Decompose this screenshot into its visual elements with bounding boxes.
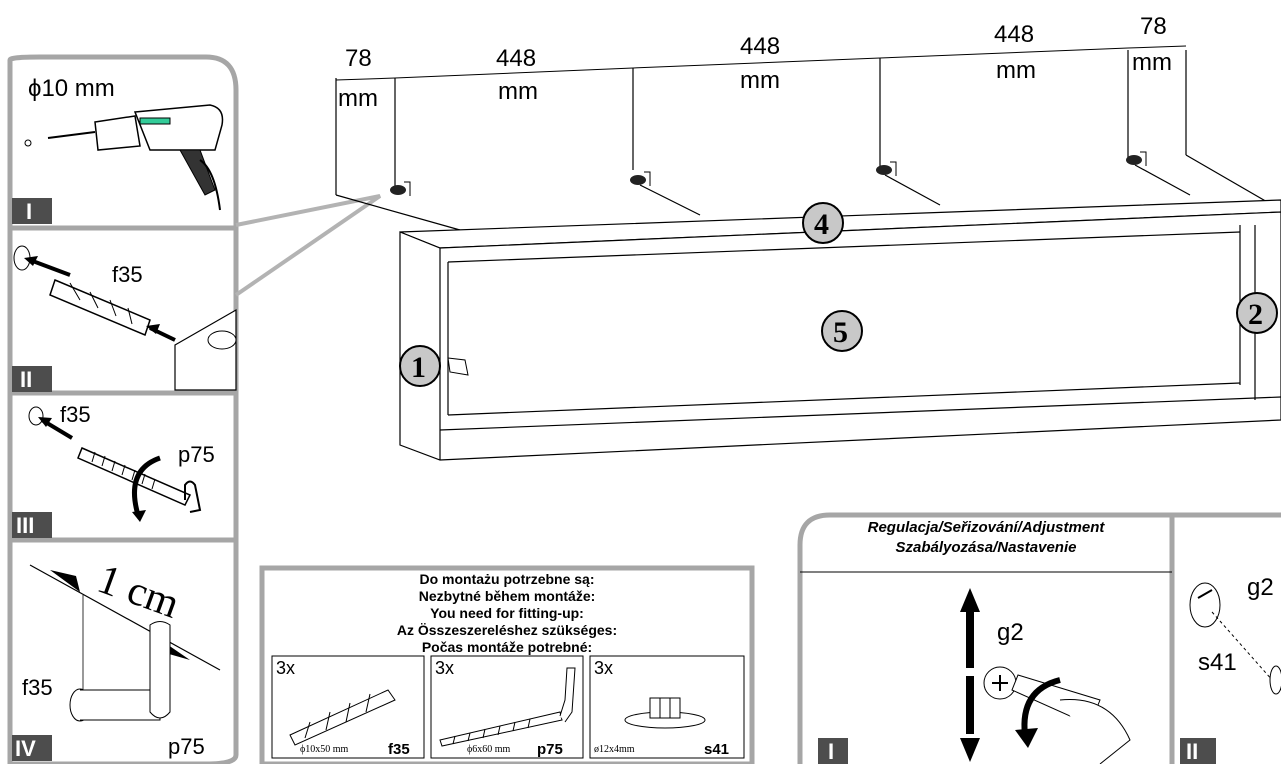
- detail-connector: [234, 194, 382, 297]
- callout-4: 4: [802, 202, 844, 244]
- parts-heading-pl: Do montażu potrzebne są:: [419, 571, 594, 587]
- svg-text:p75: p75: [537, 741, 563, 758]
- hook-screw-icon: [77, 447, 202, 513]
- adjust-label-s41: s41: [1198, 649, 1237, 676]
- mounted-hook-icon: [69, 621, 171, 722]
- vertical-adjust-arrow-icon: [960, 588, 980, 762]
- screwdriver-icon: [983, 666, 1131, 764]
- callout-5: 5: [821, 310, 863, 352]
- svg-text:mm: mm: [996, 57, 1036, 84]
- svg-text:s41: s41: [704, 741, 729, 758]
- step-ii: f35 II: [12, 245, 237, 392]
- svg-text:3x: 3x: [594, 658, 613, 678]
- svg-text:f35: f35: [388, 741, 410, 758]
- steps-panel-outline: [7, 54, 239, 764]
- wall-plug-icon: [289, 689, 396, 746]
- parts-heading-hu: Az Összeszereléshez szükséges:: [397, 622, 617, 638]
- step-iv-label-p: p75: [168, 734, 205, 759]
- svg-text:1: 1: [411, 351, 426, 384]
- adjustment-title-1: Regulacja/Seřizování/Adjustment: [868, 519, 1106, 536]
- svg-text:ϕ10x50 mm: ϕ10x50 mm: [300, 744, 349, 755]
- svg-text:4: 4: [814, 208, 829, 241]
- adjuster-detail-icon: [1189, 582, 1281, 695]
- svg-text:448: 448: [740, 33, 780, 60]
- part-s41: 3x ø12x4mm s41: [589, 655, 745, 759]
- svg-text:448: 448: [496, 45, 536, 72]
- dim-span-1: 448 mm: [496, 45, 538, 105]
- adjust-badge-ii: II: [1186, 739, 1198, 764]
- dim-span-2: 448 mm: [740, 33, 780, 94]
- svg-text:mm: mm: [498, 78, 538, 105]
- step-i-badge: I: [26, 199, 32, 224]
- svg-text:448: 448: [994, 21, 1034, 48]
- hook-icon: [390, 181, 411, 196]
- svg-text:ø12x4mm: ø12x4mm: [594, 744, 635, 755]
- parts-heading-en: You need for fitting-up:: [430, 605, 584, 621]
- step-ii-badge: II: [20, 367, 32, 392]
- svg-text:3x: 3x: [435, 658, 454, 678]
- hook-screw-icon: [439, 667, 576, 747]
- drill-icon: [47, 104, 224, 211]
- svg-text:ϕ6x60 mm: ϕ6x60 mm: [467, 744, 511, 755]
- hinge-icon: [447, 357, 469, 376]
- callout-1: 1: [399, 345, 441, 387]
- cabinet-drawing: [335, 50, 1281, 461]
- wall-plug-icon: [49, 278, 151, 337]
- svg-text:3x: 3x: [276, 658, 295, 678]
- parts-box: Do montażu potrzebne są: Nezbytné během …: [259, 565, 755, 764]
- step-iv-badge: IV: [15, 736, 36, 761]
- svg-text:2: 2: [1248, 298, 1263, 331]
- step-iii-label-f: f35: [60, 402, 91, 427]
- svg-text:78: 78: [345, 45, 372, 72]
- step-iii-badge: III: [16, 513, 34, 538]
- svg-text:mm: mm: [740, 67, 780, 94]
- dim-span-3: 448 mm: [994, 21, 1036, 84]
- step-iv-label-f: f35: [22, 675, 53, 700]
- step-iv: 1 cm f35 p75 IV: [12, 556, 221, 761]
- hole-mark-icon: [24, 139, 32, 147]
- step-i: ϕ10 mm I: [12, 75, 224, 224]
- part-p75: 3x ϕ6x60 mm p75: [430, 655, 584, 759]
- adjust-label-g2: g2: [997, 619, 1024, 646]
- step-ii-label: f35: [112, 262, 143, 287]
- dim-right-edge: 78 mm: [1132, 13, 1172, 76]
- step-iii: f35 p75 III: [12, 402, 215, 538]
- adjustment-title-2: Szabályozása/Nastavenie: [896, 539, 1077, 556]
- step-iii-label-p: p75: [178, 442, 215, 467]
- adjust-label-g2-detail: g2: [1247, 574, 1274, 601]
- dimension-lines: [335, 45, 1187, 81]
- adjustment-panel: Regulacja/Seřizování/Adjustment Szabályo…: [797, 512, 1281, 764]
- svg-text:5: 5: [833, 316, 848, 349]
- hook-icon: [876, 161, 897, 176]
- adjuster-cap-icon: [624, 697, 706, 729]
- hook-icon: [630, 171, 651, 186]
- callout-2: 2: [1236, 292, 1278, 334]
- svg-text:78: 78: [1140, 13, 1167, 40]
- svg-text:mm: mm: [1132, 49, 1172, 76]
- adjust-badge-i: I: [828, 739, 834, 764]
- parts-heading-sk: Počas montáže potrebné:: [422, 639, 592, 655]
- part-f35: 3x ϕ10x50 mm f35: [271, 655, 425, 759]
- hook-icon: [1126, 151, 1147, 166]
- svg-text:mm: mm: [338, 85, 378, 112]
- dim-left-edge: 78 mm: [338, 45, 378, 112]
- parts-heading-cz: Nezbytné během montáže:: [419, 588, 596, 604]
- drill-size-label: ϕ10 mm: [28, 75, 115, 102]
